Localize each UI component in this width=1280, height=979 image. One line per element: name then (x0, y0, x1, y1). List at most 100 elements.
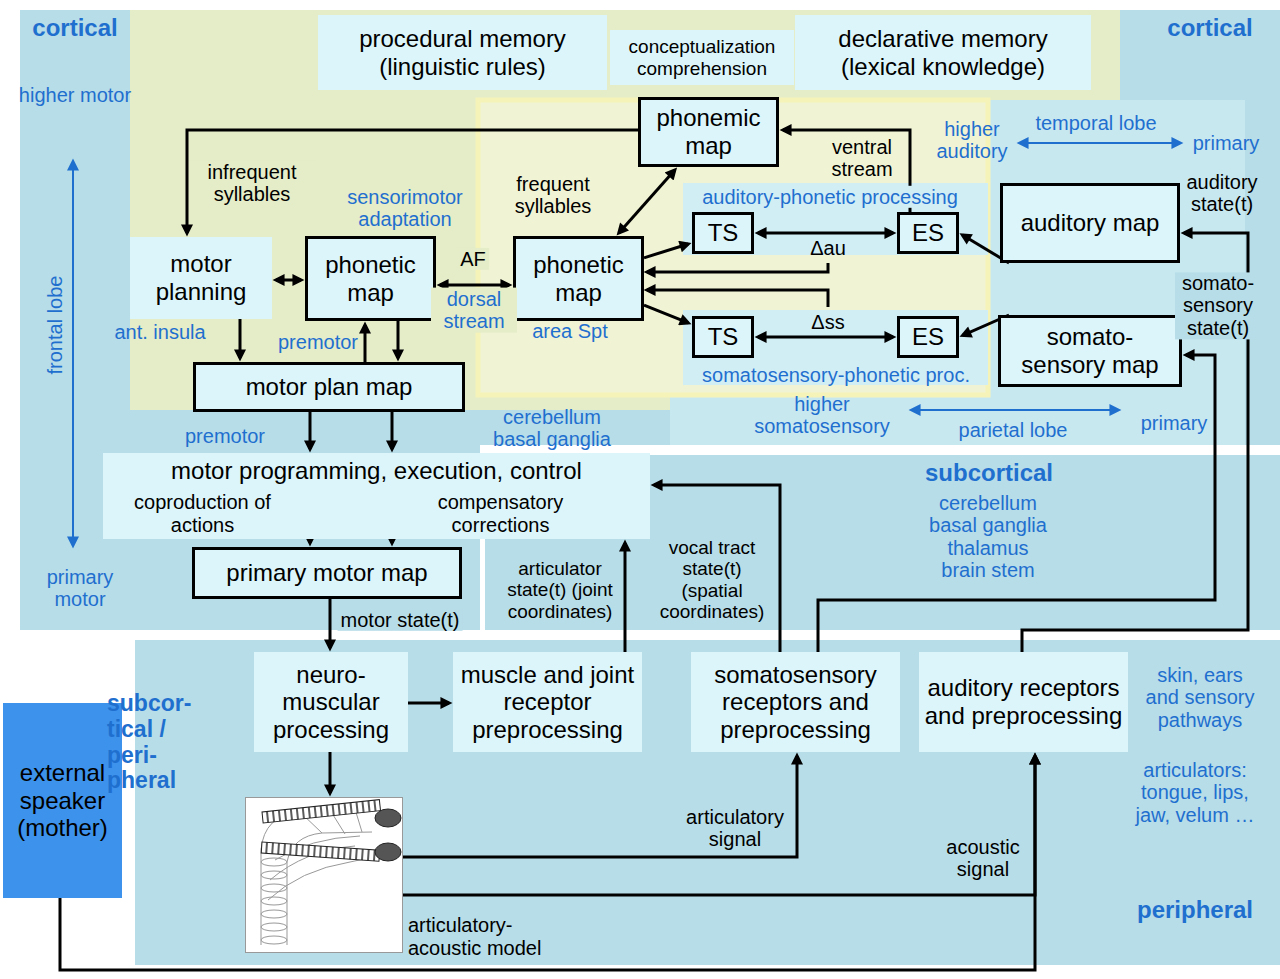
region-label: temporal lobe (1035, 112, 1156, 134)
node-text: phonemic map (646, 104, 771, 159)
connector-arrow (408, 702, 449, 705)
image-ground (245, 797, 403, 953)
region-label: sensorimotor adaptation (330, 186, 480, 231)
node-text: auditory map (1021, 209, 1160, 237)
region-label: parietal lobe (959, 419, 1068, 441)
edge-label: AF (457, 248, 489, 270)
connector-arrow (187, 130, 638, 233)
connector-arrow (309, 539, 312, 543)
map-box: phonetic map (513, 236, 644, 321)
node-text: TS (708, 219, 739, 247)
lower-jaw (261, 842, 379, 861)
region-heading: cortical (1167, 15, 1252, 42)
tract-mesh (261, 910, 287, 918)
process-box: neuro-muscular processing (254, 652, 408, 752)
process-box: somatosensory receptors and preprocessin… (691, 652, 900, 752)
region-label: skin, ears and sensory pathways (1141, 664, 1259, 731)
edge-label: acoustic signal (943, 836, 1023, 881)
connector-arrow (624, 543, 627, 652)
map-box: primary motor map (192, 547, 462, 599)
node-text: conceptualization comprehension (615, 36, 789, 80)
connector-arrow (403, 756, 1035, 895)
node-text: compensatory corrections (413, 491, 588, 537)
edge-label: articulator state(t) (joint coordinates) (505, 558, 615, 622)
region-heading: subcortical (925, 460, 1053, 487)
map-box: motor plan map (193, 362, 465, 412)
region-label: cerebellum basal ganglia (487, 406, 617, 451)
state-box: ES (897, 316, 959, 358)
connector-arrow (644, 244, 688, 258)
node-text: phonetic map (521, 251, 636, 306)
connector-arrow (619, 170, 675, 233)
edge-label: auditory state(t) (1181, 171, 1263, 216)
connector-arrow (818, 355, 1215, 652)
region-label: primary (1193, 132, 1260, 154)
node-text: declarative memory (lexical knowledge) (800, 25, 1086, 80)
connector-arrow (276, 279, 301, 282)
node-text: coproduction of actions (115, 491, 290, 537)
process-box: muscle and joint receptor preprocessing (453, 652, 642, 752)
vocal-tract-illustration (245, 797, 403, 953)
memory-box: declarative memory (lexical knowledge) (795, 15, 1091, 90)
edge-label: Δau (810, 237, 846, 259)
node-text: phonetic map (313, 251, 428, 306)
state-box: ES (897, 212, 959, 254)
edge-label: ventral stream (826, 136, 898, 181)
state-box: TS (692, 316, 754, 358)
connector-arrow (397, 321, 400, 358)
region-label: higher motor (15, 84, 135, 106)
lobe-axis-arrow (912, 409, 1118, 411)
edge-label: infrequent syllables (189, 161, 315, 206)
region-label: primary (1141, 412, 1208, 434)
region-label: cerebellum basal ganglia thalamus brain … (925, 492, 1051, 582)
edge-label: vocal tract state(t) (spatial coordinate… (656, 537, 768, 622)
node-text: motor programming, execution, control (103, 457, 650, 485)
speaker-box: external speaker (mother) (3, 703, 122, 898)
process-box: auditory receptors and preprocessing (919, 652, 1128, 752)
connector-arrow (391, 412, 394, 449)
edge-label: articulatory signal (678, 806, 793, 851)
node-text: muscle and joint receptor preprocessing (458, 661, 637, 744)
region-heading: cortical (32, 15, 117, 42)
upper-jaw (262, 800, 381, 823)
tract-mesh (261, 897, 287, 905)
process-box: conceptualization comprehension (610, 30, 794, 85)
map-box: phonetic map (305, 236, 436, 321)
connector-arrow (329, 752, 332, 793)
node-text: articulatory-acoustic model (408, 914, 558, 960)
model-image-box: articulatory-acoustic model (245, 797, 403, 953)
node-text: primary motor map (226, 559, 427, 587)
region-label: higher somatosensory (732, 393, 912, 438)
edge-label: somato-sensory state(t) (1175, 272, 1261, 339)
region-label: premotor (278, 331, 358, 353)
region-heading: subcor- tical / peri- pheral (107, 691, 189, 794)
lip (375, 843, 401, 861)
tract-mesh (261, 808, 375, 945)
connector-arrow (60, 756, 1035, 970)
connector-arrow (329, 599, 332, 648)
connector-arrow (239, 319, 242, 358)
connector-arrow (391, 539, 394, 543)
process-box: motor programming, execution, control cop… (103, 453, 650, 539)
connector-arrow (758, 232, 893, 235)
error-signal-line (647, 290, 828, 307)
region-label: auditory-phonetic processing (699, 186, 961, 208)
tract-mesh (261, 936, 287, 944)
node-text: ES (912, 323, 944, 351)
connector-arrow (654, 485, 780, 652)
region-label: frontal lobe (44, 276, 66, 375)
connector-arrow (440, 284, 509, 287)
region-label: area Spt (532, 320, 608, 342)
connector-arrow (364, 325, 367, 362)
region-label: primary motor (20, 566, 140, 611)
connector-arrow (644, 305, 688, 323)
connector-arrow (309, 412, 312, 449)
state-box: TS (692, 212, 754, 254)
map-box: somato-sensory map (998, 315, 1182, 387)
node-text: somatosensory receptors and preprocessin… (696, 661, 895, 744)
node-text: somato-sensory map (1006, 323, 1174, 378)
node-text: external speaker (mother) (8, 759, 117, 842)
node-text: TS (708, 323, 739, 351)
peripheral-region (135, 640, 1280, 965)
memory-box: procedural memory (linguistic rules) (318, 15, 607, 90)
